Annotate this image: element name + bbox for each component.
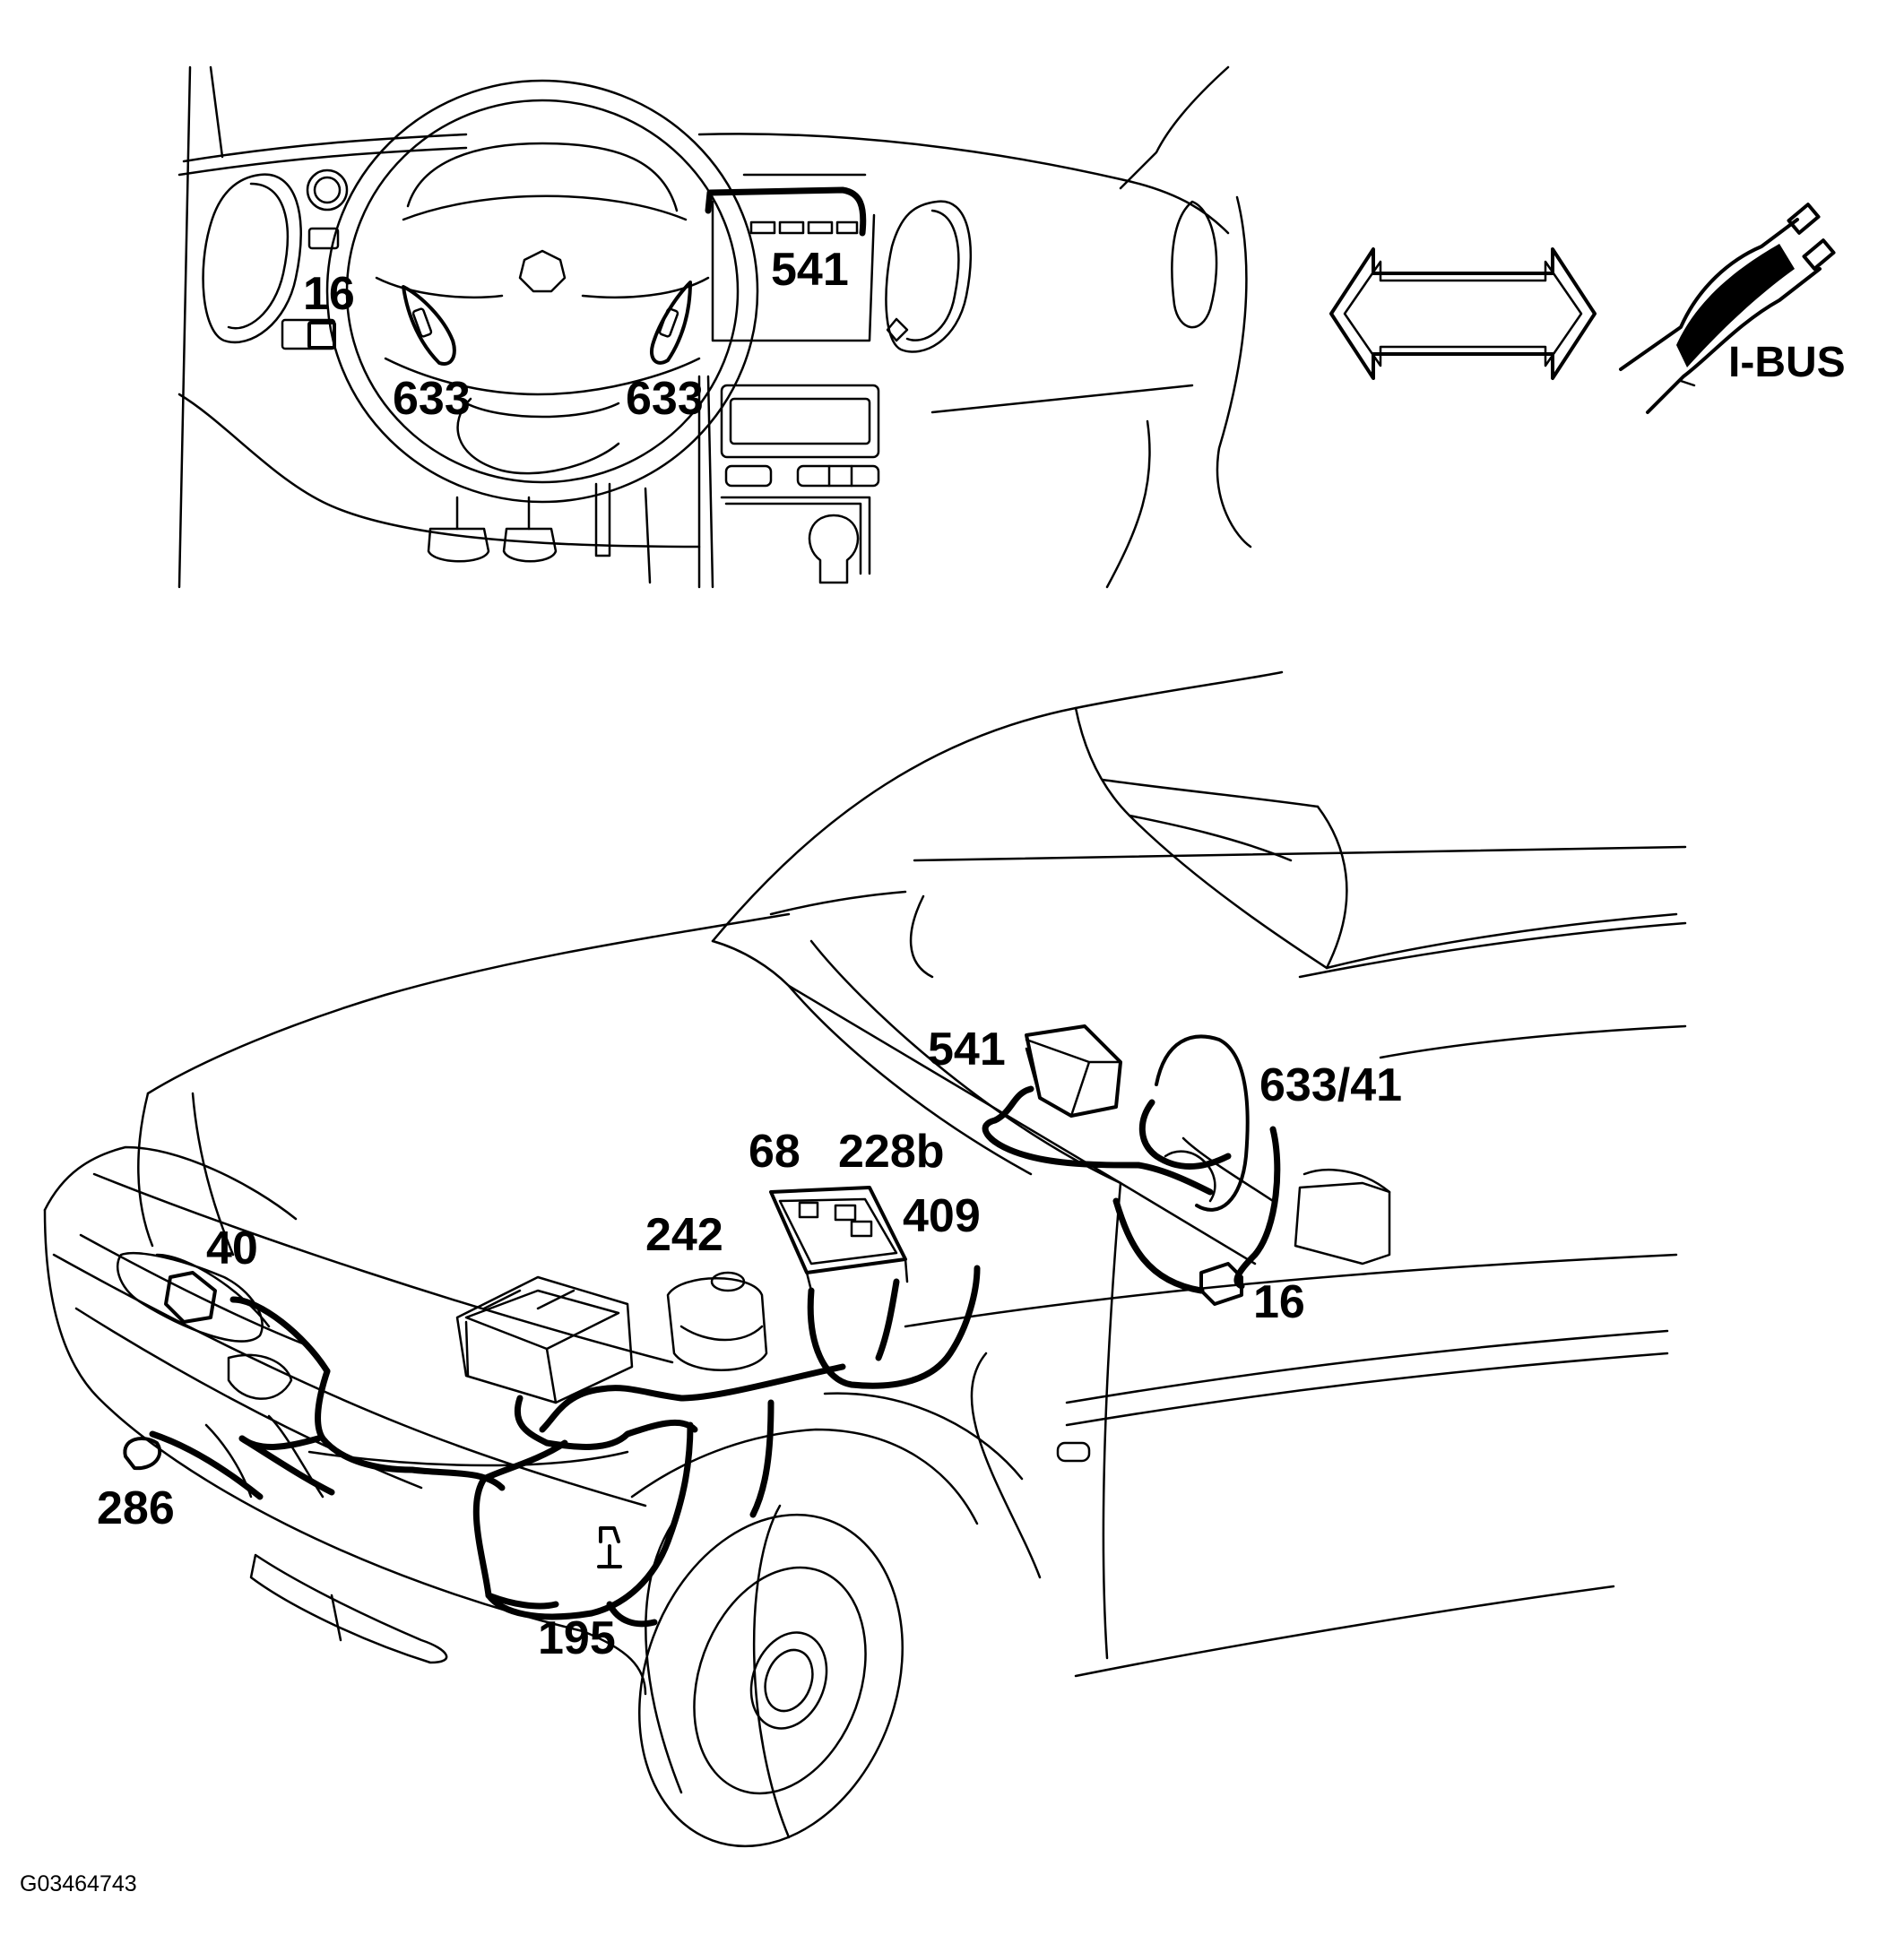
car-view: 541 633/41 68 228b 409 242 40 16 286 195 [43, 670, 1687, 1848]
front-wheel [638, 1513, 904, 1848]
connector-40 [164, 1271, 217, 1324]
pedal-middle [502, 527, 558, 563]
center-right-vent [885, 200, 973, 353]
dashboard-view: 16 633 633 541 [177, 65, 1252, 589]
left-air-vent [202, 173, 302, 344]
connector-16-dash [307, 321, 336, 350]
windshield-edge [1119, 65, 1230, 190]
connector-286 [123, 1437, 162, 1471]
steering-wheel-outer [325, 79, 759, 504]
label-68: 68 [749, 1126, 801, 1178]
label-541-dash: 541 [771, 244, 849, 296]
side-mirror [1294, 1181, 1391, 1266]
pedal-right [594, 482, 611, 557]
label-228b: 228b [838, 1126, 945, 1178]
label-242: 242 [645, 1209, 723, 1261]
figure-id: G03464743 [20, 1871, 137, 1896]
roof-front-edge [711, 670, 1284, 943]
label-286: 286 [97, 1482, 175, 1534]
gear-knob [808, 514, 860, 584]
light-switch-knob [306, 168, 349, 212]
label-633-left: 633 [393, 373, 471, 425]
label-541-car: 541 [928, 1024, 1006, 1075]
bumper-lower [43, 1208, 647, 1696]
label-195: 195 [538, 1612, 616, 1664]
label-16-dash: 16 [303, 268, 355, 320]
label-16-car: 16 [1253, 1276, 1305, 1328]
label-633-right: 633 [626, 373, 704, 425]
double-arrow-icon [1329, 247, 1597, 380]
left-a-pillar [177, 65, 192, 589]
pedal-left [427, 527, 490, 563]
display-541-top [705, 186, 867, 237]
hood-rear-edge [146, 912, 791, 1095]
module-541 [1025, 1024, 1122, 1118]
label-633-41: 633/41 [1259, 1059, 1402, 1111]
label-409: 409 [903, 1190, 981, 1242]
battery [455, 1275, 634, 1404]
i-bus-cable-icon [1619, 203, 1836, 414]
coolant-reservoir [666, 1277, 768, 1371]
dashboard-top [177, 133, 1230, 235]
headlight-left [116, 1252, 264, 1343]
radio-panel [720, 384, 880, 459]
steering-switch-left [402, 285, 456, 366]
ground-195 [599, 1526, 620, 1543]
far-right-vent [1171, 200, 1218, 329]
harness-541 [982, 1085, 1214, 1196]
label-40: 40 [206, 1222, 258, 1274]
horn-emblem [518, 249, 567, 293]
i-bus-label: I-BUS [1728, 339, 1846, 386]
